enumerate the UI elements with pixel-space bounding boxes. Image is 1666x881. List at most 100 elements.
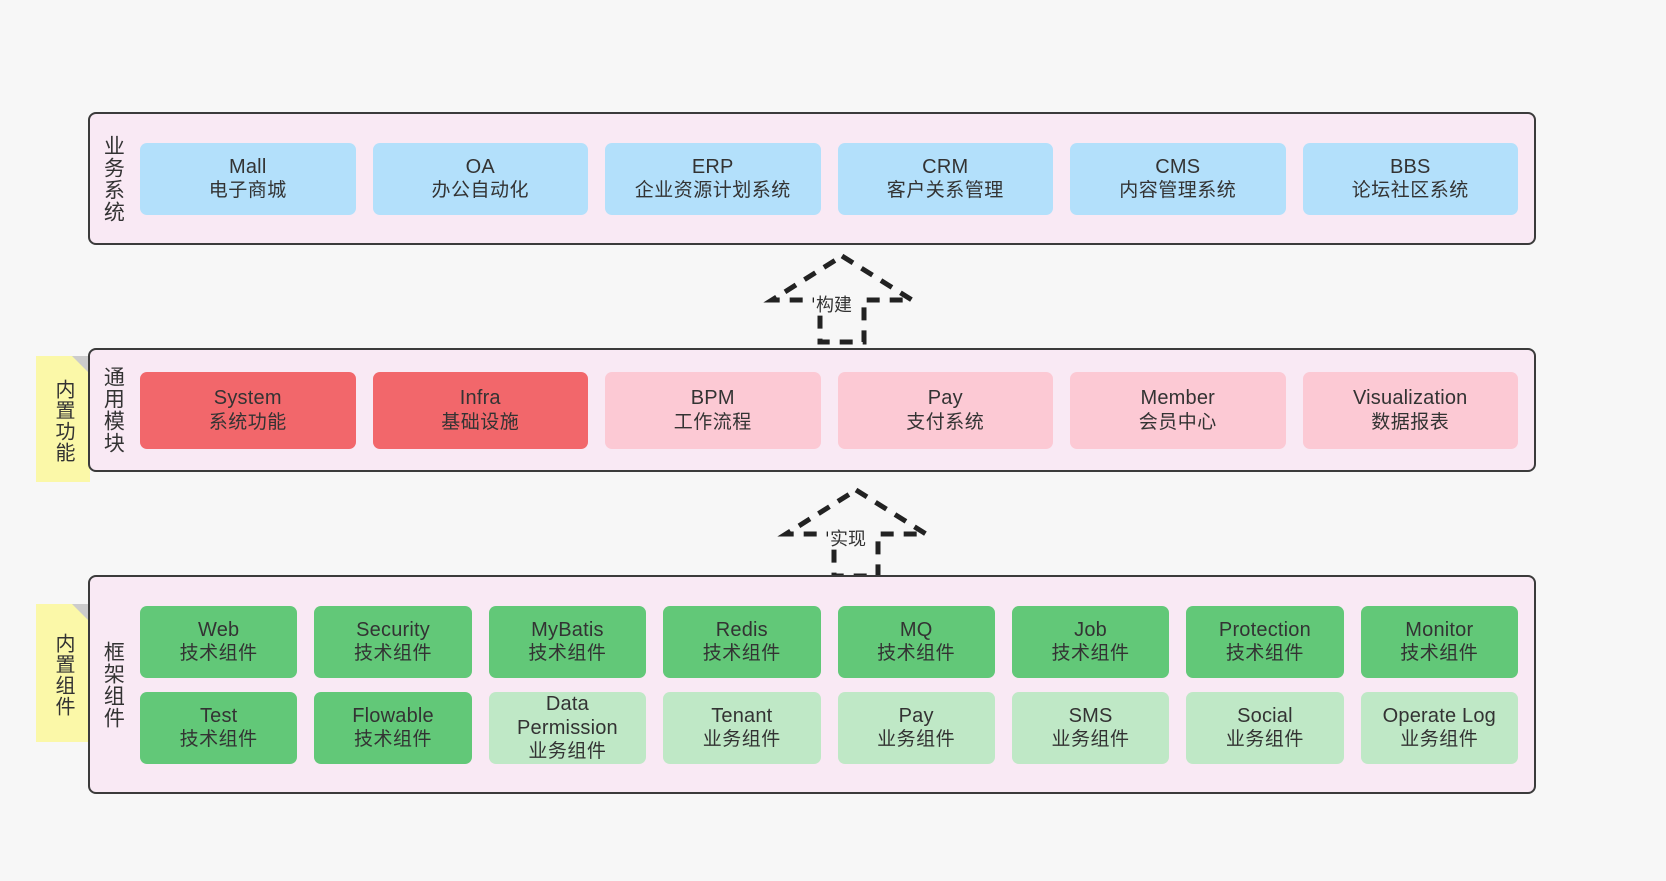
- card-title: Member: [1140, 387, 1216, 410]
- card-title: Visualization: [1352, 387, 1468, 410]
- card-bbs[interactable]: BBS 论坛社区系统: [1302, 142, 1518, 215]
- card-protection[interactable]: Protection 技术组件: [1186, 605, 1344, 678]
- layer-business-system: 业务系统 Mall 电子商城 OA 办公自动化 ERP 企业资源计划系统 CRM…: [88, 112, 1536, 245]
- connector-build: 构建: [752, 252, 932, 345]
- card-subtitle: 业务组件: [1400, 729, 1479, 751]
- card-data-permission[interactable]: Data Permission 业务组件: [488, 691, 647, 764]
- card-row: Web 技术组件 Security 技术组件 MyBatis 技术组件 Redi…: [140, 605, 1518, 678]
- card-title: ERP: [691, 155, 734, 178]
- sticky-note-label: 内置功能: [52, 379, 74, 463]
- card-monitor[interactable]: Monitor 技术组件: [1360, 605, 1518, 678]
- card-redis[interactable]: Redis 技术组件: [663, 605, 821, 678]
- card-title: Data Permission: [516, 692, 618, 739]
- layer-body-common-module: System 系统功能 Infra 基础设施 BPM 工作流程 Pay 支付系统…: [134, 350, 1534, 470]
- card-subtitle: 企业资源计划系统: [634, 180, 791, 202]
- card-row: Test 技术组件 Flowable 技术组件 Data Permission …: [140, 691, 1518, 764]
- card-subtitle: 支付系统: [906, 411, 985, 433]
- sticky-note-builtin-component: 内置组件: [36, 604, 90, 742]
- card-member[interactable]: Member 会员中心: [1070, 371, 1286, 449]
- card-title: Pay: [927, 387, 963, 410]
- sticky-note-builtin-function: 内置功能: [36, 356, 90, 482]
- card-subtitle: 技术组件: [877, 643, 956, 665]
- card-title: Protection: [1218, 618, 1311, 641]
- card-visualization[interactable]: Visualization 数据报表: [1302, 371, 1518, 449]
- card-subtitle: 电子商城: [208, 180, 287, 202]
- card-title: Operate Log: [1382, 704, 1497, 727]
- card-subtitle: 业务组件: [1225, 729, 1304, 751]
- card-operate-log[interactable]: Operate Log 业务组件: [1360, 691, 1518, 764]
- connector-label: 构建: [814, 295, 854, 315]
- card-subtitle: 系统功能: [208, 411, 287, 433]
- card-subtitle: 会员中心: [1138, 411, 1217, 433]
- card-title: System: [213, 387, 282, 410]
- card-erp[interactable]: ERP 企业资源计划系统: [605, 142, 821, 215]
- connector-implement: 实现: [766, 486, 946, 579]
- layer-body-business-system: Mall 电子商城 OA 办公自动化 ERP 企业资源计划系统 CRM 客户关系…: [134, 114, 1534, 243]
- card-title: BBS: [1389, 155, 1431, 178]
- layer-title-business-system: 业务系统: [101, 134, 125, 223]
- card-pay[interactable]: Pay 支付系统: [837, 371, 1053, 449]
- card-pay-business[interactable]: Pay 业务组件: [837, 691, 995, 764]
- card-cms[interactable]: CMS 内容管理系统: [1070, 142, 1286, 215]
- layer-title-common-module: 通用模块: [101, 366, 125, 454]
- card-title: CRM: [922, 155, 969, 178]
- card-sms[interactable]: SMS 业务组件: [1011, 691, 1170, 764]
- card-title: CMS: [1155, 155, 1201, 178]
- card-title: MQ: [899, 618, 933, 641]
- card-social[interactable]: Social 业务组件: [1186, 691, 1344, 764]
- card-title: Test: [199, 704, 238, 727]
- card-subtitle: 技术组件: [702, 643, 781, 665]
- card-subtitle: 技术组件: [1225, 643, 1304, 665]
- card-title: Mall: [229, 155, 267, 178]
- card-title: BPM: [690, 387, 735, 410]
- card-subtitle: 技术组件: [179, 729, 258, 751]
- card-infra[interactable]: Infra 基础设施: [372, 371, 588, 449]
- card-subtitle: 数据报表: [1371, 411, 1450, 433]
- layer-title-framework-component: 框架组件: [101, 640, 125, 729]
- card-subtitle: 技术组件: [528, 643, 607, 665]
- card-crm[interactable]: CRM 客户关系管理: [837, 142, 1053, 215]
- layer-framework-component: 框架组件 Web 技术组件 Security 技术组件 MyBatis 技术组件…: [88, 575, 1536, 794]
- card-subtitle: 业务组件: [702, 729, 781, 751]
- card-title: MyBatis: [531, 618, 604, 641]
- card-bpm[interactable]: BPM 工作流程: [605, 371, 821, 449]
- card-subtitle: 技术组件: [1400, 643, 1479, 665]
- card-title: Redis: [715, 618, 768, 641]
- card-title: Infra: [459, 387, 501, 410]
- sticky-note-label: 内置组件: [52, 633, 74, 717]
- card-title: Job: [1074, 618, 1107, 641]
- card-mybatis[interactable]: MyBatis 技术组件: [488, 605, 647, 678]
- card-title: SMS: [1068, 704, 1113, 727]
- card-title: Pay: [898, 704, 934, 727]
- card-subtitle: 业务组件: [528, 741, 607, 763]
- card-subtitle: 客户关系管理: [886, 180, 1004, 202]
- card-web[interactable]: Web 技术组件: [140, 605, 298, 678]
- layer-body-framework-component: Web 技术组件 Security 技术组件 MyBatis 技术组件 Redi…: [134, 577, 1534, 792]
- generalization-arrow-icon: [763, 253, 921, 345]
- card-row: Mall 电子商城 OA 办公自动化 ERP 企业资源计划系统 CRM 客户关系…: [140, 142, 1518, 215]
- card-subtitle: 业务组件: [1051, 729, 1130, 751]
- card-oa[interactable]: OA 办公自动化: [372, 142, 588, 215]
- card-subtitle: 论坛社区系统: [1351, 180, 1469, 202]
- card-subtitle: 技术组件: [1051, 643, 1130, 665]
- card-mall[interactable]: Mall 电子商城: [140, 142, 356, 215]
- card-title: Social: [1237, 704, 1293, 727]
- card-title: Security: [356, 618, 430, 641]
- card-title: Web: [198, 618, 240, 641]
- card-subtitle: 内容管理系统: [1119, 180, 1237, 202]
- card-tenant[interactable]: Tenant 业务组件: [663, 691, 821, 764]
- card-title: Monitor: [1405, 618, 1474, 641]
- card-job[interactable]: Job 技术组件: [1011, 605, 1170, 678]
- card-security[interactable]: Security 技术组件: [314, 605, 472, 678]
- card-subtitle: 技术组件: [179, 643, 258, 665]
- layer-common-module: 通用模块 System 系统功能 Infra 基础设施 BPM 工作流程 Pay…: [88, 348, 1536, 472]
- card-flowable[interactable]: Flowable 技术组件: [314, 691, 472, 764]
- card-system[interactable]: System 系统功能: [140, 371, 356, 449]
- card-test[interactable]: Test 技术组件: [140, 691, 298, 764]
- card-subtitle: 办公自动化: [431, 180, 529, 202]
- card-subtitle: 技术组件: [354, 729, 433, 751]
- card-subtitle: 技术组件: [354, 643, 433, 665]
- card-subtitle: 工作流程: [673, 411, 752, 433]
- card-mq[interactable]: MQ 技术组件: [837, 605, 995, 678]
